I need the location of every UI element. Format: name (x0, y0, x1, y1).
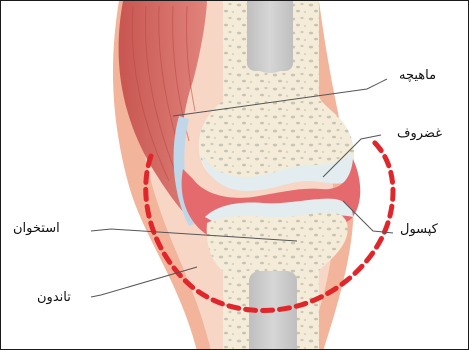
label-cartilage: غضروف (397, 126, 442, 142)
label-bone: استخوان (13, 221, 60, 237)
label-tendon: تاندون (37, 290, 71, 306)
label-capsule: کپسول (400, 222, 438, 238)
upper-marrow-cap (247, 1, 293, 73)
label-muscle: ماهیچه (399, 68, 436, 84)
